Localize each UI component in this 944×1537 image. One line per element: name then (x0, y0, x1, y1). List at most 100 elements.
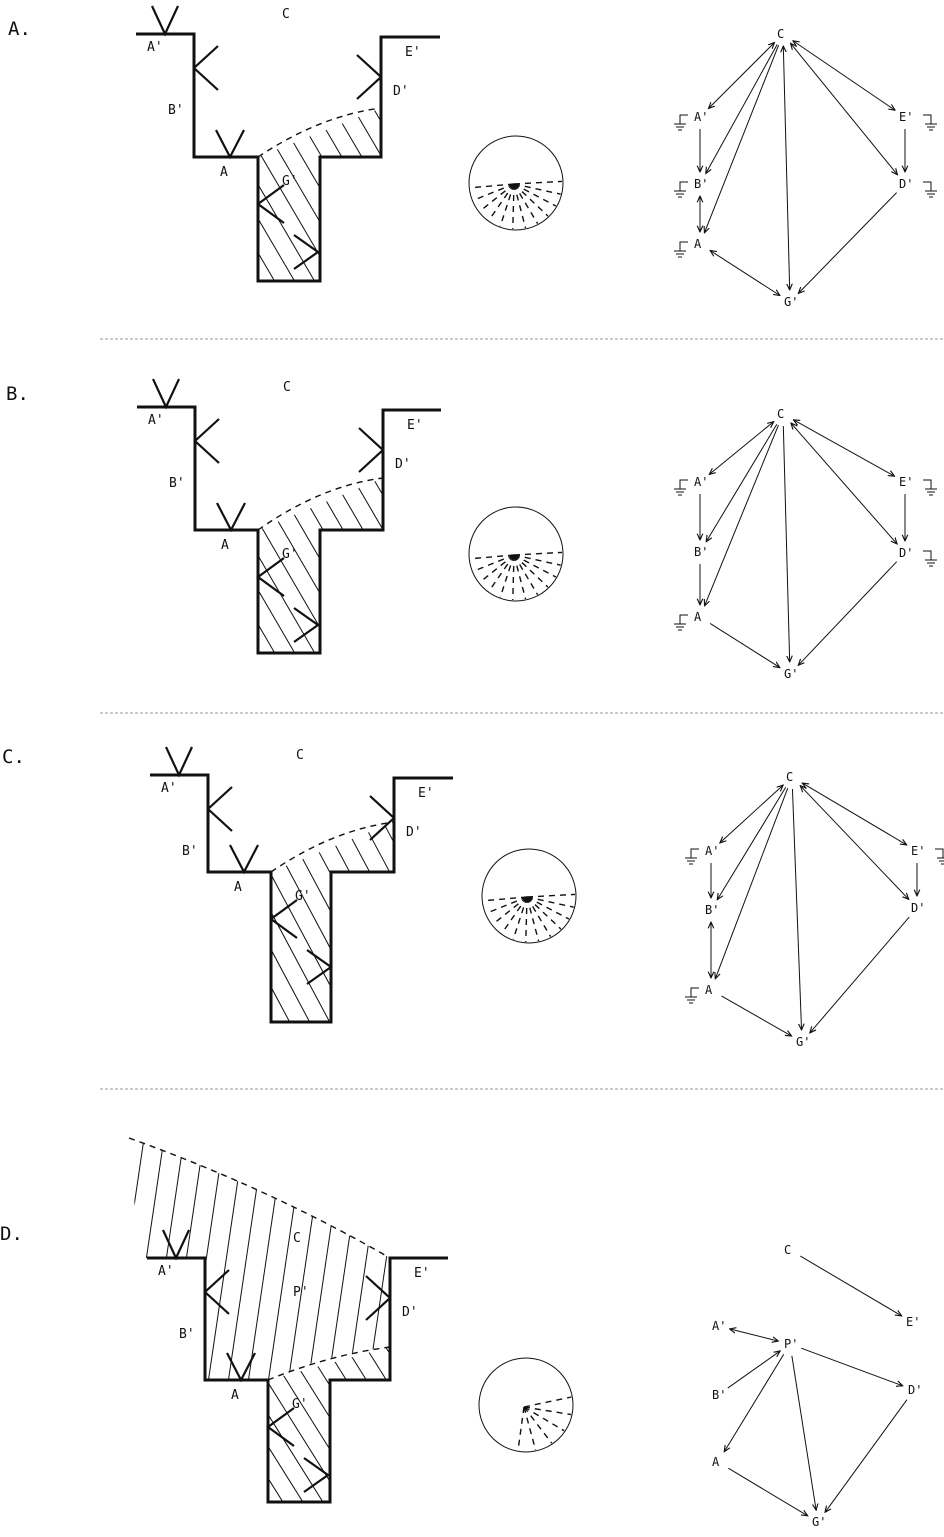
graph-node-E1: E' (911, 844, 925, 858)
hatch-line (258, 108, 259, 281)
region-label-d-prime: D' (395, 457, 411, 472)
hatch-line (78, 48, 238, 321)
graph-node-B1: B' (712, 1388, 726, 1402)
junction-mark (165, 746, 193, 778)
region-label-e-prime: E' (414, 1266, 430, 1281)
graph-edge-D1-G1 (810, 916, 910, 1033)
ground-symbol (674, 181, 688, 198)
region-graph-B: CA'B'AE'D'G' (674, 407, 937, 681)
hatch-line (458, 48, 618, 321)
hatch-line (268, 1347, 329, 1502)
hatch-line (271, 822, 392, 1022)
graph-node-G1: G' (812, 1515, 826, 1529)
hatch-line (51, 762, 211, 1062)
hatch-line (427, 1118, 467, 1390)
dashed-occlusion-boundary (270, 821, 395, 873)
region-label-b-prime: B' (169, 476, 185, 491)
graph-node-G1: G' (784, 667, 798, 681)
junction-mark (293, 234, 320, 270)
retina-ray (523, 1406, 572, 1416)
retina-ray (470, 183, 515, 189)
ground-symbol (674, 114, 688, 131)
hatch-line (268, 1347, 369, 1502)
retina-ray (526, 896, 562, 930)
graph-node-A1: A' (694, 475, 708, 489)
retina-ray (517, 1406, 525, 1451)
hatch-line (511, 762, 671, 1062)
graph-edge-C-B1 (706, 44, 778, 173)
region-graph-A: CA'B'AE'D'G' (674, 27, 937, 309)
hatch-line (271, 822, 394, 1022)
hatch-line (129, 1138, 168, 1380)
ground-symbol (674, 479, 688, 496)
hatch-line (38, 48, 198, 321)
retina-ray (513, 183, 527, 229)
hatch-line (431, 762, 591, 1062)
hatch-line (468, 1287, 628, 1533)
graph-node-D1: D' (899, 546, 913, 560)
panel-label: B. (6, 383, 29, 405)
floor-profile-outline (136, 32, 440, 283)
ground-symbol (685, 848, 699, 865)
retina-ray (479, 183, 515, 212)
region-label-g-prime: G' (282, 547, 298, 562)
graph-node-B1: B' (694, 177, 708, 191)
region-label-g-prime: G' (292, 1397, 308, 1412)
graph-edge-C-B1 (706, 424, 778, 541)
retina-ray (513, 554, 561, 566)
graph-edge-C-E1 (793, 420, 894, 476)
hatch-line (258, 478, 319, 653)
hatch-line (398, 418, 558, 693)
ground-wire (679, 479, 688, 489)
hatch-line (206, 1138, 248, 1380)
hatch-line (258, 108, 279, 281)
retina-ray (492, 896, 528, 925)
graph-node-B1: B' (694, 545, 708, 559)
hatch-line (428, 1287, 588, 1533)
hatch-line (337, 478, 383, 653)
hatch-region-g (268, 1287, 668, 1533)
hatch-line (258, 108, 299, 281)
ground-wire (923, 181, 932, 191)
junction-mark (293, 607, 320, 643)
graph-edge-A-G1 (728, 1467, 807, 1516)
region-label-c: C (282, 7, 290, 22)
region-label-a-prime: A' (147, 40, 163, 55)
graph-edge-A-G1 (710, 251, 780, 296)
panel-label: D. (0, 1223, 23, 1245)
hatch-line (508, 1287, 668, 1533)
hatch-line (297, 478, 383, 653)
graph-edge-C-G1 (782, 425, 789, 662)
junction-mark (356, 54, 383, 100)
retina-ray (483, 896, 528, 902)
graph-node-E1: E' (906, 1315, 920, 1329)
floor-profile-outline (147, 1256, 448, 1504)
retina-ray (512, 896, 528, 940)
region-graph-D: CE'A'P'B'D'AG' (712, 1243, 922, 1529)
graph-edge-P1-G1 (791, 1355, 816, 1510)
retina-circle (481, 848, 577, 944)
junction-mark (162, 1229, 190, 1261)
graph-edge-D1-G1 (798, 561, 898, 666)
region-label-p-prime: P' (293, 1285, 309, 1300)
scene-B: CA'B'AG'E'D' (137, 378, 578, 693)
ground-wire (923, 550, 932, 560)
graph-edge-C-A (704, 44, 780, 233)
retina-ray (470, 554, 515, 560)
retina-ray (512, 183, 515, 229)
graph-node-G1: G' (796, 1035, 810, 1049)
junction-mark (266, 1407, 295, 1447)
hatch-line (286, 1138, 328, 1380)
retina-ray (513, 554, 549, 588)
hatch-line (310, 822, 394, 1022)
graph-node-A: A (694, 610, 702, 624)
retina-ray (488, 183, 515, 221)
graph-node-D1: D' (911, 901, 925, 915)
graph-node-C: C (784, 1243, 791, 1257)
graph-edge-A-G1 (709, 622, 780, 667)
region-label-b-prime: B' (182, 844, 198, 859)
retina-circle-D (478, 1357, 574, 1453)
hatch-line (418, 418, 578, 693)
region-label-g-prime: G' (282, 174, 298, 189)
graph-edge-B1-P1 (727, 1351, 780, 1389)
